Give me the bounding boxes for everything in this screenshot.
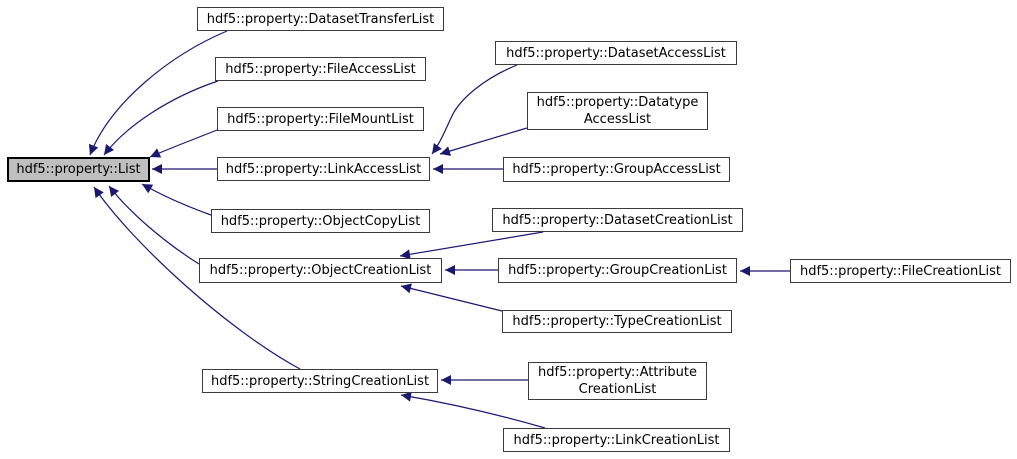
- class-node-label: hdf5::property::ObjectCreationList: [209, 263, 432, 278]
- class-node-label: hdf5::property::LinkAccessList: [225, 161, 422, 177]
- inheritance-edge-file-access-list-to-list: [103, 80, 219, 156]
- class-node-object-copy-list[interactable]: hdf5::property::ObjectCopyList: [211, 209, 430, 233]
- class-node-link-creation-list[interactable]: hdf5::property::LinkCreationList: [503, 428, 730, 452]
- inheritance-edge-object-creation-list-to-list: [108, 185, 200, 265]
- class-node-group-access-list[interactable]: hdf5::property::GroupAccessList: [503, 157, 730, 182]
- class-node-label: hdf5::property::DatasetAccessList: [506, 45, 726, 61]
- inheritance-edge-file-mount-list-to-list: [149, 129, 218, 158]
- class-node-label: hdf5::property::StringCreationList: [210, 373, 430, 389]
- class-node-dataset-transfer-list[interactable]: hdf5::property::DatasetTransferList: [197, 7, 444, 31]
- class-node-type-creation-list[interactable]: hdf5::property::TypeCreationList: [502, 310, 732, 333]
- class-node-label: hdf5::property::Datatype: [536, 95, 699, 110]
- class-node-label: hdf5::property::DatasetTransferList: [206, 11, 435, 27]
- class-node-label: hdf5::property::FileCreationList: [799, 263, 1002, 279]
- inheritance-edge-dataset-transfer-list-to-list: [88, 30, 228, 156]
- class-node-label: hdf5::property::GroupCreationList: [508, 263, 727, 278]
- class-node-label: hdf5::property::LinkCreationList: [513, 432, 720, 448]
- inheritance-edge-link-creation-list-to-string-creation-list: [400, 391, 546, 429]
- class-node-group-creation-list[interactable]: hdf5::property::GroupCreationList: [498, 258, 737, 283]
- class-node-label: CreationList: [578, 382, 657, 397]
- inheritance-edge-object-copy-list-to-list: [141, 183, 212, 216]
- inheritance-edge-string-creation-list-to-list: [93, 186, 301, 370]
- class-node-label: hdf5::property::DatasetCreationList: [502, 212, 733, 228]
- class-node-file-mount-list[interactable]: hdf5::property::FileMountList: [217, 107, 424, 131]
- class-node-dataset-creation-list[interactable]: hdf5::property::DatasetCreationList: [492, 208, 743, 232]
- class-node-list: hdf5::property::List: [7, 157, 150, 182]
- class-node-object-creation-list[interactable]: hdf5::property::ObjectCreationList: [199, 258, 442, 283]
- inheritance-edge-dataset-access-list-to-link-access-list: [431, 64, 518, 155]
- class-node-label: AccessList: [583, 112, 652, 127]
- class-node-string-creation-list[interactable]: hdf5::property::StringCreationList: [202, 369, 438, 393]
- class-node-label: hdf5::property::GroupAccessList: [512, 162, 721, 177]
- inheritance-edge-dataset-creation-list-to-object-creation-list: [399, 231, 544, 260]
- class-node-dataset-access-list[interactable]: hdf5::property::DatasetAccessList: [495, 41, 737, 65]
- class-node-label: hdf5::property::List: [16, 162, 141, 177]
- class-node-label: hdf5::property::FileMountList: [227, 111, 414, 127]
- class-node-label: hdf5::property::Attribute: [538, 365, 697, 380]
- inheritance-edge-datatype-access-list-to-link-access-list: [439, 127, 528, 156]
- class-node-file-access-list[interactable]: hdf5::property::FileAccessList: [215, 57, 426, 81]
- class-node-label: hdf5::property::TypeCreationList: [512, 314, 722, 329]
- class-node-file-creation-list[interactable]: hdf5::property::FileCreationList: [790, 259, 1011, 283]
- class-node-link-access-list[interactable]: hdf5::property::LinkAccessList: [217, 157, 430, 181]
- class-node-label: hdf5::property::ObjectCopyList: [220, 213, 421, 229]
- class-node-label: hdf5::property::FileAccessList: [225, 61, 416, 77]
- inheritance-edge-type-creation-list-to-object-creation-list: [400, 283, 503, 312]
